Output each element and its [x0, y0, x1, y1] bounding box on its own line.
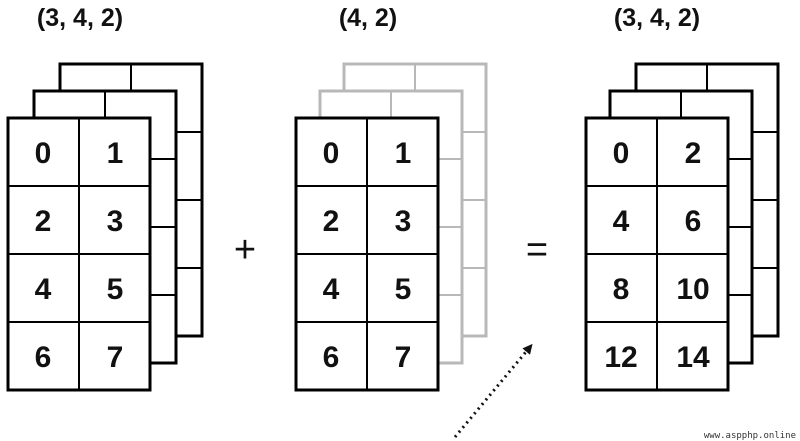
panel-a-cell: 5 — [107, 273, 124, 306]
panel-b-cell: 3 — [395, 205, 412, 238]
panel-result-cell: 8 — [613, 273, 630, 306]
panel-result-front-layer: 0 2 4 6 8 10 12 14 — [584, 116, 730, 392]
watermark-text: www.aspphp.online — [704, 431, 796, 441]
panel-b-front-layer: 0 1 2 3 4 5 6 7 — [294, 116, 440, 392]
panel-a-cell: 2 — [35, 205, 52, 238]
panel-a-shape-label: (3, 4, 2) — [37, 4, 123, 32]
panel-b-cell: 2 — [323, 205, 340, 238]
panel-a-front-layer: 0 1 2 3 4 5 6 7 — [6, 116, 152, 392]
panel-a-cell: 1 — [107, 137, 124, 170]
panel-b-cell: 7 — [395, 341, 412, 374]
panel-result-cell: 10 — [676, 273, 709, 306]
panel-b-cell: 5 — [395, 273, 412, 306]
panel-result-cell: 14 — [676, 341, 710, 374]
panel-b-cell: 4 — [323, 273, 340, 306]
panel-result-cell: 0 — [613, 137, 630, 170]
plus-operator: + — [234, 229, 256, 271]
panel-array-b: (4, 2) 0 1 2 3 4 5 6 7 — [294, 4, 488, 392]
panel-a-cell: 7 — [107, 341, 124, 374]
panel-b-cell: 0 — [323, 137, 340, 170]
panel-a-cell: 4 — [35, 273, 52, 306]
panel-a-cell: 6 — [35, 341, 52, 374]
panel-result-cell: 6 — [685, 205, 702, 238]
panel-result-cell: 12 — [604, 341, 637, 374]
panel-result: (3, 4, 2) 0 2 4 6 8 10 12 — [584, 4, 780, 392]
panel-a-cell: 3 — [107, 205, 124, 238]
panel-result-cell: 2 — [685, 137, 702, 170]
panel-b-shape-label: (4, 2) — [339, 4, 397, 32]
panel-b-cell: 1 — [395, 137, 412, 170]
panel-a-cell: 0 — [35, 137, 52, 170]
panel-result-shape-label: (3, 4, 2) — [614, 4, 700, 32]
panel-b-cell: 6 — [323, 341, 340, 374]
panel-array-a: (3, 4, 2) 0 1 2 3 4 5 6 — [6, 4, 204, 392]
panel-result-cell: 4 — [613, 205, 630, 238]
broadcast-arrow-icon — [453, 343, 533, 438]
equals-operator: = — [526, 229, 548, 271]
